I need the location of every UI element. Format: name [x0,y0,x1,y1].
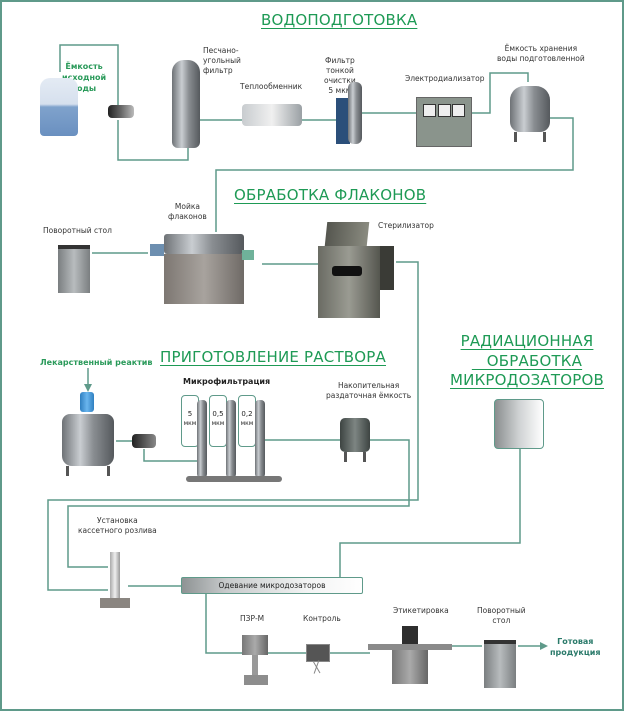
pzr-m-image [242,635,270,687]
filter-housing-1 [197,400,207,478]
label-labeling: Этикетировка [393,606,449,615]
storage-tank-image [510,86,550,142]
filter-housing-3 [255,400,265,478]
control-station-image [306,644,330,674]
filter-size-5: 5 [187,410,193,418]
filter-housing-2 [226,400,236,478]
line-tank-to-cassette [67,439,410,568]
solution-pump-image [132,434,156,448]
cassette-filling-image [100,552,130,610]
label-rotary-table: Поворотный стол [43,226,112,235]
label-source-tank: Ёмкость исходной воды [62,62,107,93]
filter-stage-0-5um: 0,5 мкм [209,395,227,447]
label-vial-washer: Мойка флаконов [168,202,207,222]
filter-unit-0-5: мкм [211,420,225,428]
label-sand-filter: Песчано- угольный фильтр [203,46,241,76]
label-dispensing-tank: Накопительная раздаточная ёмкость [326,381,412,401]
line-storage-to-vials [215,117,574,232]
product-arrow-head [540,642,548,650]
labeling-machine-image [368,626,452,686]
label-heat-exchanger: Теплообменник [240,82,303,91]
radiation-treatment-box [494,399,544,449]
label-sterilizer: Стерилизатор [378,221,434,230]
line-source-to-pump [59,44,119,108]
section-title-radiation: РАДИАЦИОННАЯ ОБРАБОТКА МИКРОДОЗАТОРОВ [450,332,604,389]
dispensing-tank-image [340,418,370,462]
label-cassette-filling: Установка кассетного розлива [78,516,157,536]
capping-stage-bar: Одевание микродозаторов [181,577,363,594]
line-radiation-to-bar [339,447,521,577]
source-tank-image [40,78,78,136]
electrodialyzer-image [416,97,472,147]
filter-size-0-5: 0,5 [212,410,224,418]
line-pump-to-filters [143,449,200,462]
label-microfiltration: Микрофильтрация [183,377,271,386]
label-storage-tank: Ёмкость хранения воды подготовленной [497,44,585,64]
label-reagent: Лекарственный реактив [40,358,153,367]
filter-size-0-2: 0,2 [241,410,253,418]
pump-image [108,105,134,118]
filter-unit-0-2: мкм [240,420,254,428]
line-pump-to-filter [117,120,189,161]
line-sterilizer-down [47,261,419,591]
label-pzr-m: ПЗР-М [240,614,265,623]
label-control: Контроль [303,614,341,623]
section-title-water-treatment: ВОДОПОДГОТОВКА [261,11,418,29]
label-rotary-table-final: Поворотный стол [477,606,526,626]
line-bar-to-pzr [205,593,244,654]
heat-exchanger-image [242,104,302,126]
section-title-vial-processing: ОБРАБОТКА ФЛАКОНОВ [234,186,427,204]
filter-manifold [186,476,282,482]
rotary-table-image [58,245,90,293]
filter-stage-0-2um: 0,2 мкм [238,395,256,447]
section-title-solution-prep: ПРИГОТОВЛЕНИЕ РАСТВОРА [160,348,387,366]
label-fine-filter: Фильтр тонкой очистки 5 мкм [324,56,356,96]
label-electrodialyzer: Электродиализатор [405,74,485,83]
reactor-image [60,392,116,488]
sterilizer-image [318,222,398,320]
fine-filter-image [336,78,366,150]
vial-washer-image [150,234,254,306]
filter-unit-5: мкм [183,420,197,428]
label-finished-product: Готовая продукция [550,637,601,657]
reagent-arrow-head [84,384,92,392]
line-electro-to-storage [470,72,529,114]
sand-filter-image [172,60,200,148]
rotary-table-final-image [484,640,516,688]
